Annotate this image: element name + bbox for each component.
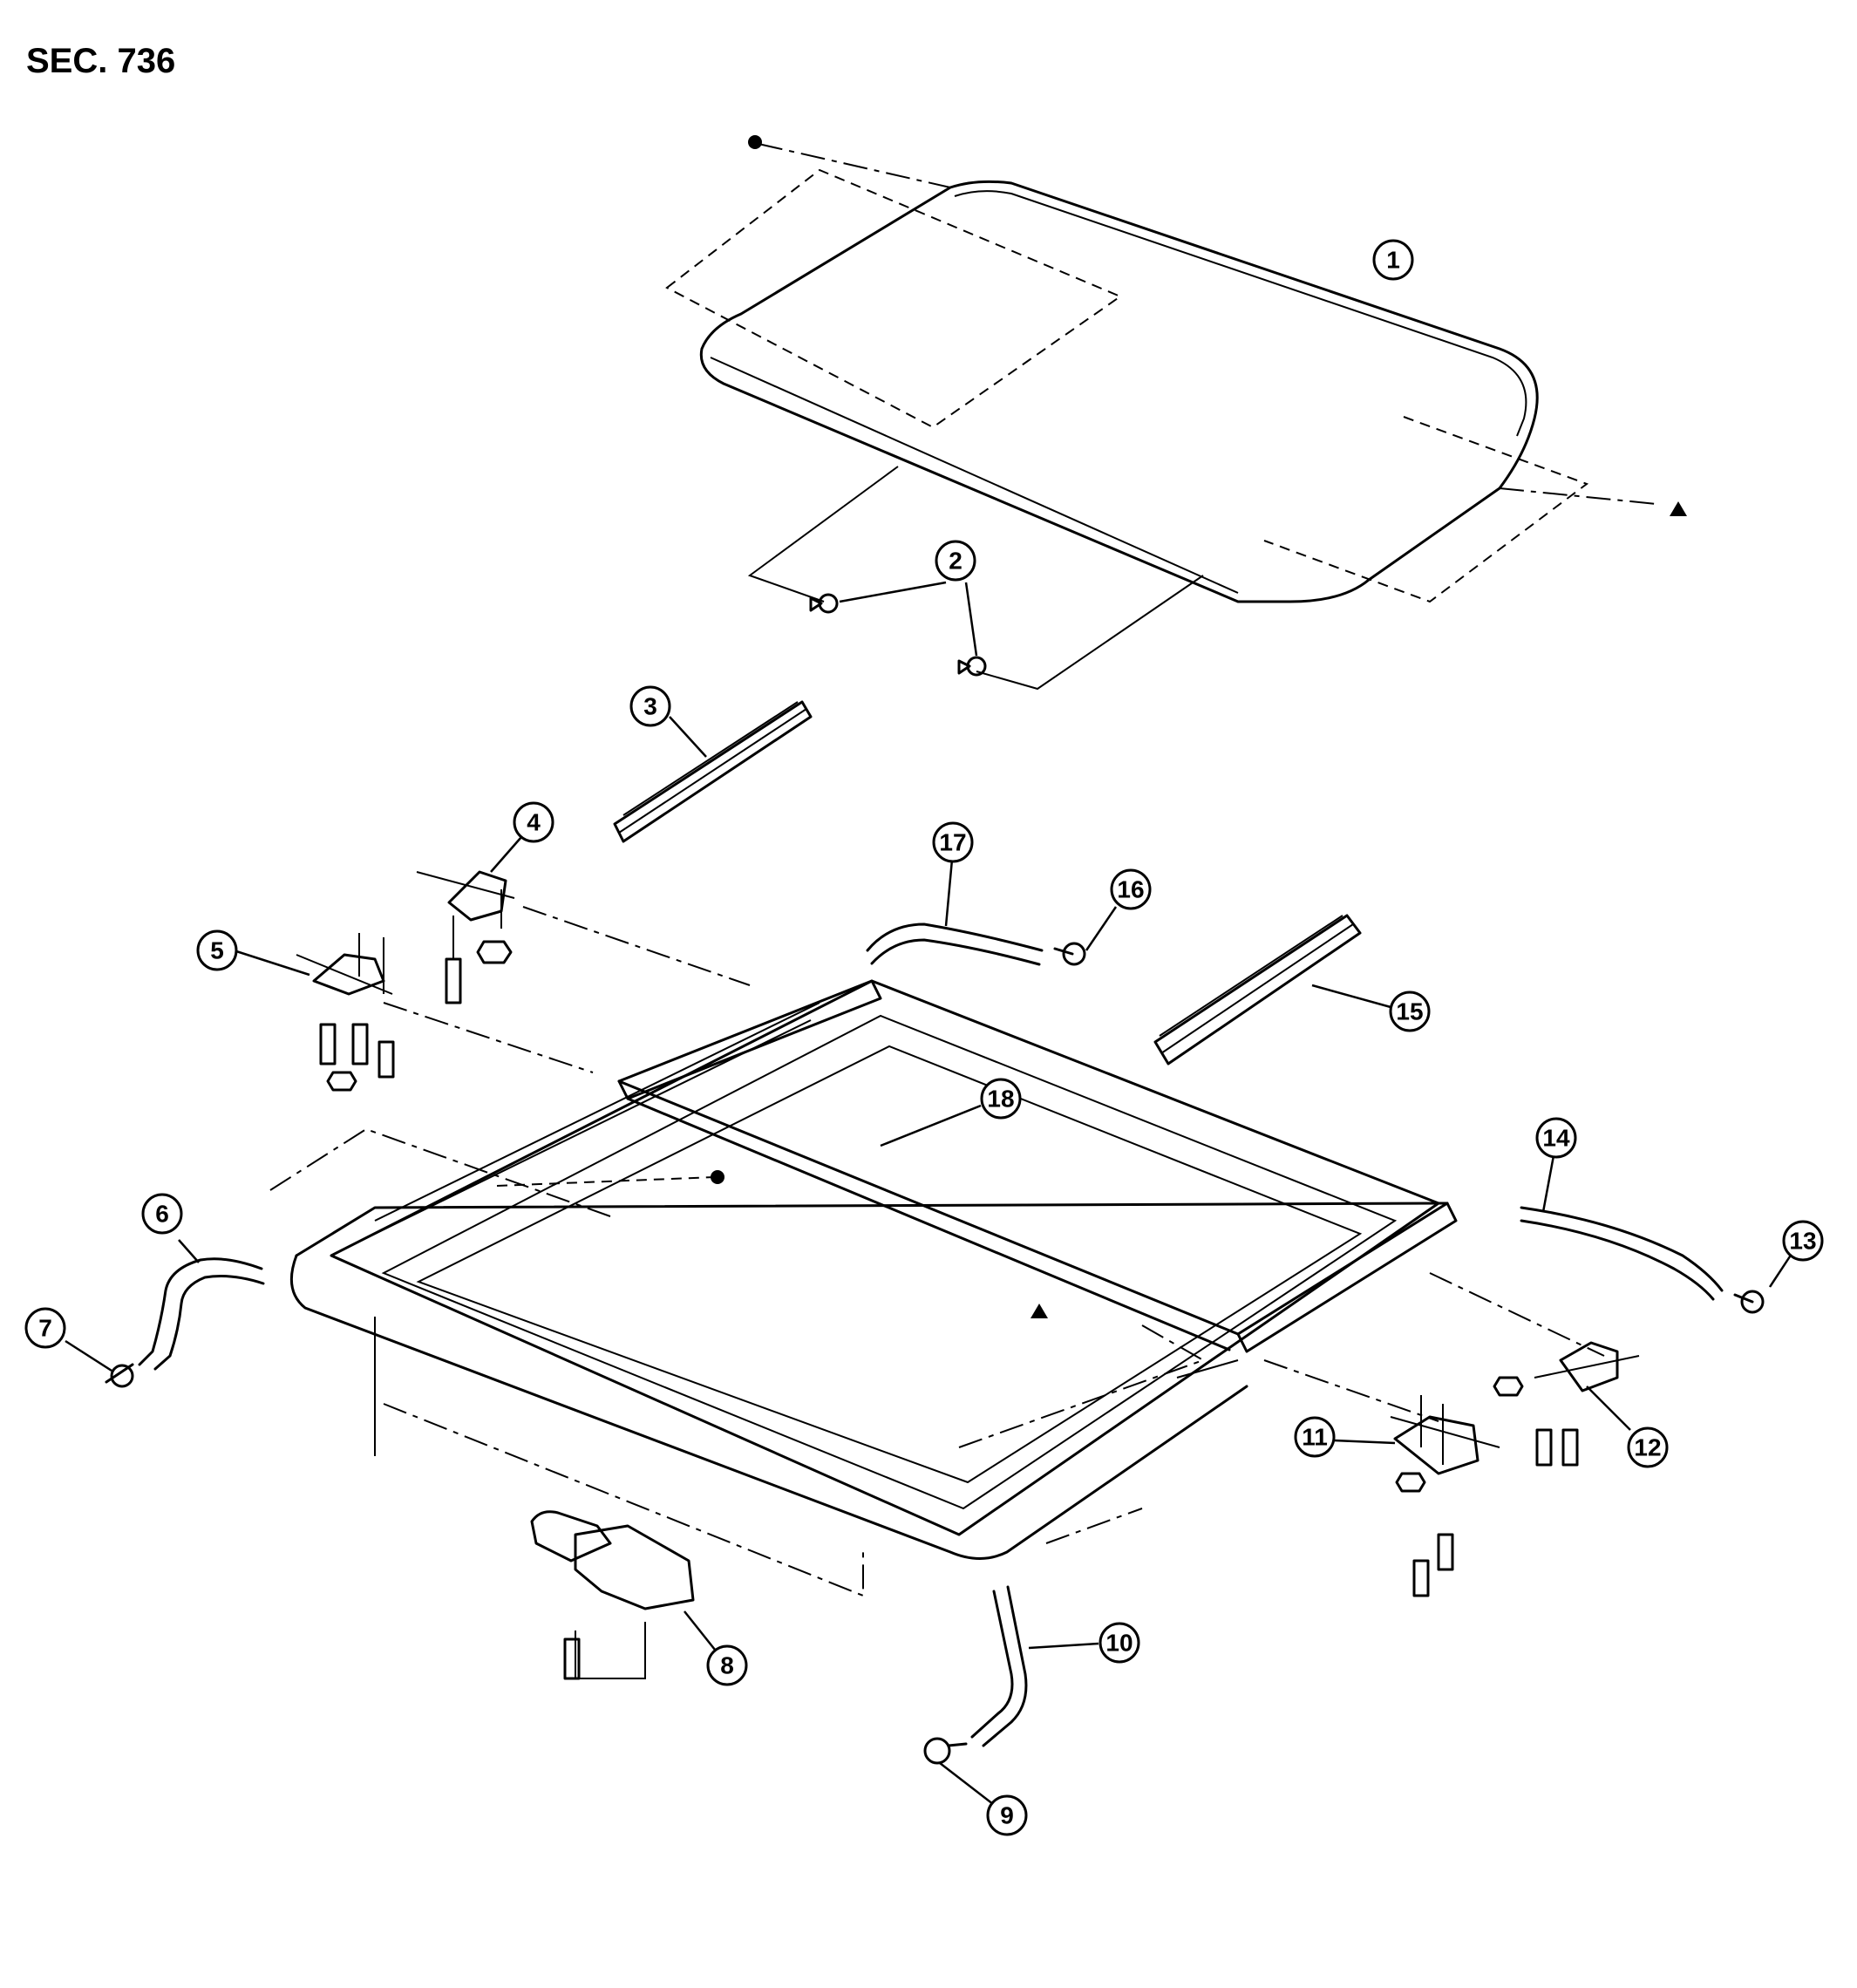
svg-text:12: 12 xyxy=(1634,1434,1661,1461)
svg-text:10: 10 xyxy=(1105,1630,1133,1657)
lid-screw-b xyxy=(957,656,987,677)
callout-18: 18 xyxy=(980,1078,1022,1120)
callout-15: 15 xyxy=(1389,991,1431,1032)
glass-lid xyxy=(665,143,1657,691)
reference-triangle-right xyxy=(1670,501,1687,516)
reference-triangle-frame xyxy=(1031,1304,1048,1318)
svg-text:15: 15 xyxy=(1396,998,1423,1025)
hose-clip-16 xyxy=(1053,942,1086,966)
callout-8: 8 xyxy=(706,1644,748,1686)
svg-text:9: 9 xyxy=(1000,1802,1014,1829)
hose-clip-9 xyxy=(923,1737,968,1765)
sunroof-frame xyxy=(269,906,1605,1597)
svg-text:8: 8 xyxy=(720,1652,734,1679)
callout-16: 16 xyxy=(1110,868,1152,910)
svg-text:7: 7 xyxy=(38,1315,52,1342)
callout-1: 1 xyxy=(1372,239,1414,281)
callout-9: 9 xyxy=(986,1794,1028,1836)
reference-dot-top xyxy=(748,135,762,149)
svg-text:4: 4 xyxy=(527,809,541,836)
svg-text:5: 5 xyxy=(210,937,224,964)
svg-text:2: 2 xyxy=(949,548,963,575)
callout-14: 14 xyxy=(1535,1117,1577,1159)
seal-strip-3 xyxy=(613,700,813,843)
svg-text:13: 13 xyxy=(1789,1228,1816,1255)
hose-clip-13 xyxy=(1733,1290,1765,1314)
bracket-5 xyxy=(296,933,395,1092)
svg-text:14: 14 xyxy=(1542,1125,1570,1152)
callout-17: 17 xyxy=(932,821,974,863)
callout-13: 13 xyxy=(1782,1220,1824,1262)
svg-text:3: 3 xyxy=(643,693,657,720)
bracket-4 xyxy=(416,870,515,1004)
callout-3: 3 xyxy=(629,685,671,727)
svg-text:18: 18 xyxy=(987,1086,1014,1113)
lid-screw-a xyxy=(809,593,839,614)
sunroof-motor xyxy=(530,1510,695,1680)
bracket-12 xyxy=(1493,1341,1640,1467)
reference-dot-frame xyxy=(711,1170,724,1184)
callout-6: 6 xyxy=(141,1193,183,1235)
drain-hose-17 xyxy=(866,923,1044,966)
svg-text:17: 17 xyxy=(939,829,966,856)
section-label: SEC. 736 xyxy=(26,42,176,80)
callout-11: 11 xyxy=(1294,1416,1336,1458)
svg-text:16: 16 xyxy=(1117,876,1144,903)
hose-clip-7 xyxy=(105,1363,134,1388)
seal-strip-15 xyxy=(1153,914,1362,1065)
callout-5: 5 xyxy=(196,929,238,971)
bracket-11 xyxy=(1390,1395,1500,1597)
callout-7: 7 xyxy=(24,1307,66,1349)
callout-4: 4 xyxy=(513,801,554,843)
callout-10: 10 xyxy=(1099,1622,1140,1664)
svg-text:1: 1 xyxy=(1386,247,1400,274)
drain-hose-14 xyxy=(1520,1206,1724,1301)
drain-hose-6 xyxy=(138,1257,265,1371)
svg-text:11: 11 xyxy=(1302,1424,1328,1451)
callout-12: 12 xyxy=(1627,1426,1669,1468)
drain-hose-10 xyxy=(970,1585,1028,1747)
svg-text:6: 6 xyxy=(155,1201,169,1228)
callout-2: 2 xyxy=(935,540,976,582)
